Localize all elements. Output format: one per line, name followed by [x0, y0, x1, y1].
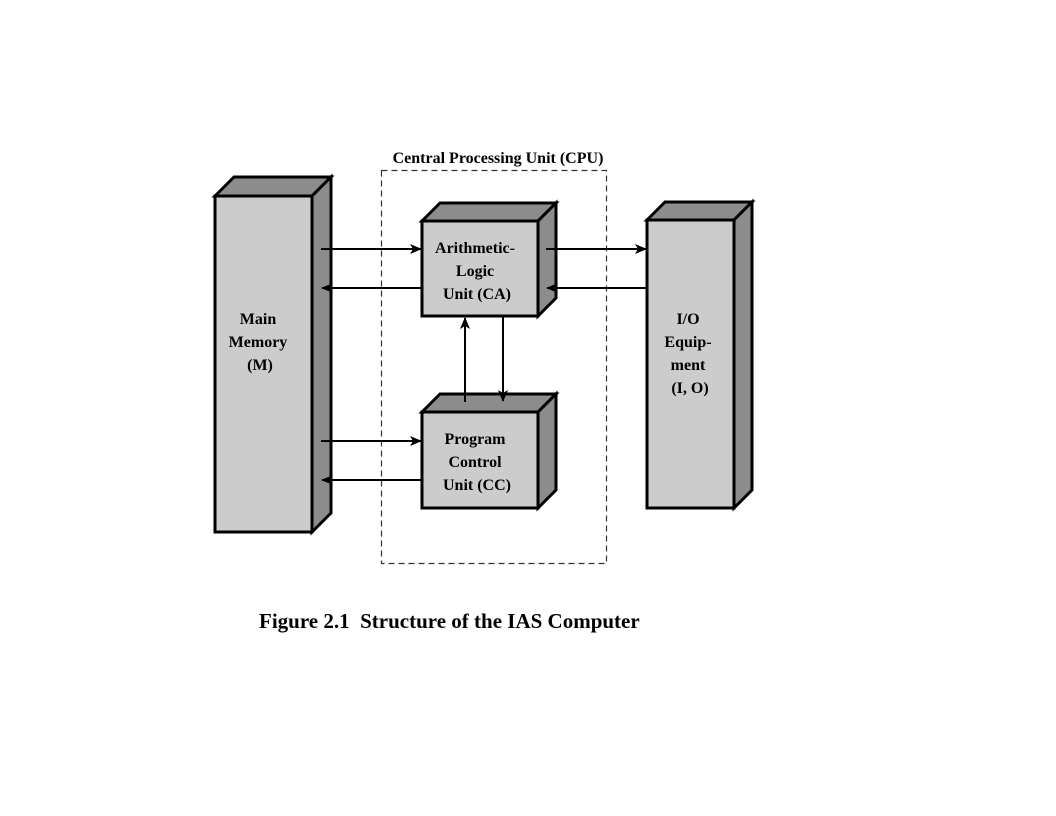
io-side-face [732, 198, 754, 512]
main-memory-label: Main Memory (M) [229, 311, 292, 374]
io-label-line: I/O [676, 311, 699, 328]
pcu-front-face [420, 410, 540, 510]
main-memory-front-face [213, 194, 314, 534]
main-memory-label-line: Main [240, 311, 277, 328]
main-memory-label-line: (M) [247, 357, 273, 374]
alu-front-face [420, 219, 540, 318]
pcu-top-face [418, 392, 560, 414]
alu-top-face [418, 201, 560, 223]
io-equipment-box: I/O Equip- ment (I, O) [643, 198, 756, 512]
main-memory-side-face [310, 173, 333, 536]
program-control-unit-box: Program Control Unit (CC) [418, 390, 560, 512]
alu-side-face [536, 199, 558, 320]
io-label-line: ment [671, 357, 706, 374]
io-label: I/O Equip- ment (I, O) [664, 311, 715, 397]
main-memory-box: Main Memory (M) [211, 173, 335, 536]
alu-label-line: Unit (CA) [443, 286, 511, 303]
alu-label-line: Arithmetic- [435, 240, 515, 257]
alu-label-line: Logic [456, 263, 494, 280]
cpu-label: Central Processing Unit (CPU) [393, 150, 604, 167]
alu-label: Arithmetic- Logic Unit (CA) [435, 240, 519, 303]
pcu-label-line: Unit (CC) [443, 477, 511, 494]
main-memory-label-line: Memory [229, 334, 288, 351]
io-front-face [645, 218, 736, 510]
cpu-boundary [380, 169, 608, 565]
io-label-line: (I, O) [671, 380, 708, 397]
alu-box: Arithmetic- Logic Unit (CA) [418, 199, 560, 320]
pcu-label-line: Control [448, 454, 502, 471]
pcu-label-line: Program [444, 431, 506, 448]
figure-caption: Figure 2.1 Structure of the IAS Computer [259, 609, 640, 633]
pcu-label: Program Control Unit (CC) [443, 431, 511, 494]
pcu-side-face [536, 390, 558, 512]
io-label-line: Equip- [664, 334, 711, 351]
